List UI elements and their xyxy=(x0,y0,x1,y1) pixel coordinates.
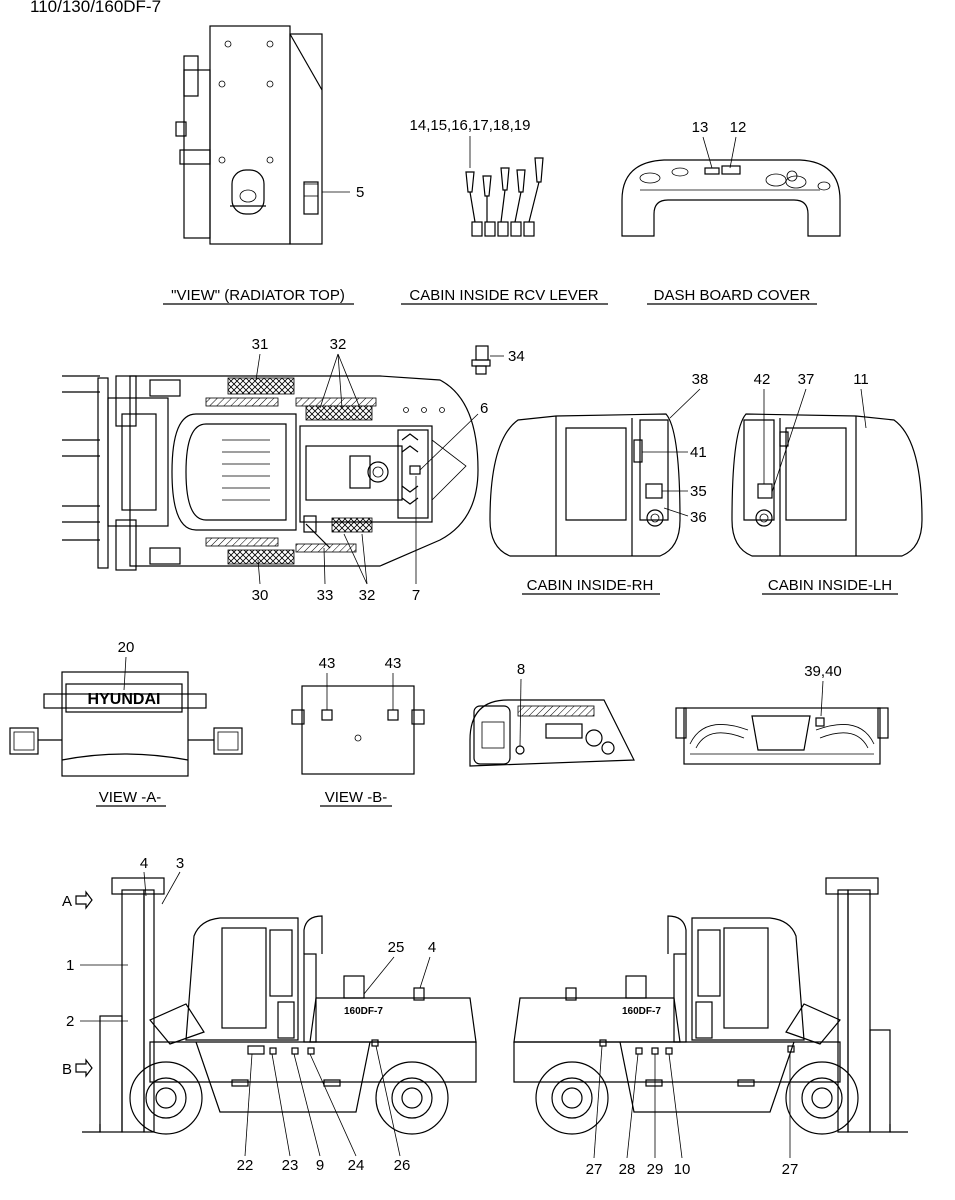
label-4-mast: 4 xyxy=(140,855,148,872)
label-29: 29 xyxy=(647,1161,664,1178)
brand-decal-hyundai: HYUNDAI xyxy=(88,691,161,708)
radiator-top-view xyxy=(175,25,350,245)
label-32-top: 32 xyxy=(330,336,347,353)
cabin-inside-rh-drawing xyxy=(489,413,681,557)
part-34-drawing xyxy=(471,345,504,375)
label-22: 22 xyxy=(237,1157,254,1174)
caption-view-a: VIEW -A- xyxy=(99,789,162,806)
seat-panel-drawing xyxy=(675,707,889,765)
label-38: 38 xyxy=(692,371,709,388)
rcv-lever-drawing xyxy=(465,136,544,237)
label-36: 36 xyxy=(690,509,707,526)
label-42: 42 xyxy=(754,371,771,388)
arrow-a-label: A xyxy=(62,893,72,910)
label-23: 23 xyxy=(282,1157,299,1174)
caption-rcv-lever: CABIN INSIDE RCV LEVER xyxy=(409,287,598,304)
label-43-left: 43 xyxy=(319,655,336,672)
label-5: 5 xyxy=(356,184,364,201)
label-33: 33 xyxy=(317,587,334,604)
label-41: 41 xyxy=(690,444,707,461)
caption-cabin-lh: CABIN INSIDE-LH xyxy=(768,577,892,594)
label-24: 24 xyxy=(348,1157,365,1174)
model-badge-right: 160DF-7 xyxy=(622,1006,661,1017)
label-4-body: 4 xyxy=(428,939,436,956)
label-7: 7 xyxy=(412,587,420,604)
view-b-drawing xyxy=(291,685,425,775)
label-27-left: 27 xyxy=(586,1161,603,1178)
caption-cabin-rh: CABIN INSIDE-RH xyxy=(527,577,654,594)
caption-radiator-top: "VIEW" (RADIATOR TOP) xyxy=(171,287,345,304)
arrow-b-label: B xyxy=(62,1061,72,1078)
label-8: 8 xyxy=(517,661,525,678)
label-30: 30 xyxy=(252,587,269,604)
label-26: 26 xyxy=(394,1157,411,1174)
label-9: 9 xyxy=(316,1157,324,1174)
label-13: 13 xyxy=(692,119,709,136)
label-1: 1 xyxy=(66,957,74,974)
label-31: 31 xyxy=(252,336,269,353)
label-35: 35 xyxy=(690,483,707,500)
label-20: 20 xyxy=(118,639,135,656)
label-28: 28 xyxy=(619,1161,636,1178)
label-10: 10 xyxy=(674,1161,691,1178)
forklift-left-side-view xyxy=(75,877,477,1135)
model-header: 110/130/160DF-7 xyxy=(30,0,161,16)
label-34: 34 xyxy=(508,348,525,365)
forklift-right-side-view xyxy=(513,877,908,1135)
label-6: 6 xyxy=(480,400,488,417)
label-32-bottom: 32 xyxy=(359,587,376,604)
label-2: 2 xyxy=(66,1013,74,1030)
label-39-40: 39,40 xyxy=(804,663,842,680)
caption-view-b: VIEW -B- xyxy=(325,789,388,806)
label-43-right: 43 xyxy=(385,655,402,672)
label-14-19: 14,15,16,17,18,19 xyxy=(410,117,531,134)
caption-dash-board: DASH BOARD COVER xyxy=(654,287,811,304)
side-console-drawing xyxy=(469,699,635,767)
label-3: 3 xyxy=(176,855,184,872)
label-12: 12 xyxy=(730,119,747,136)
label-11: 11 xyxy=(853,371,869,388)
model-badge-left: 160DF-7 xyxy=(344,1006,383,1017)
label-25: 25 xyxy=(388,939,405,956)
dash-board-cover-drawing xyxy=(621,136,841,237)
cabin-inside-lh-drawing xyxy=(731,413,923,557)
label-37: 37 xyxy=(798,371,815,388)
label-27-right: 27 xyxy=(782,1161,799,1178)
view-a-drawing xyxy=(9,671,243,777)
forklift-top-view xyxy=(62,375,479,571)
